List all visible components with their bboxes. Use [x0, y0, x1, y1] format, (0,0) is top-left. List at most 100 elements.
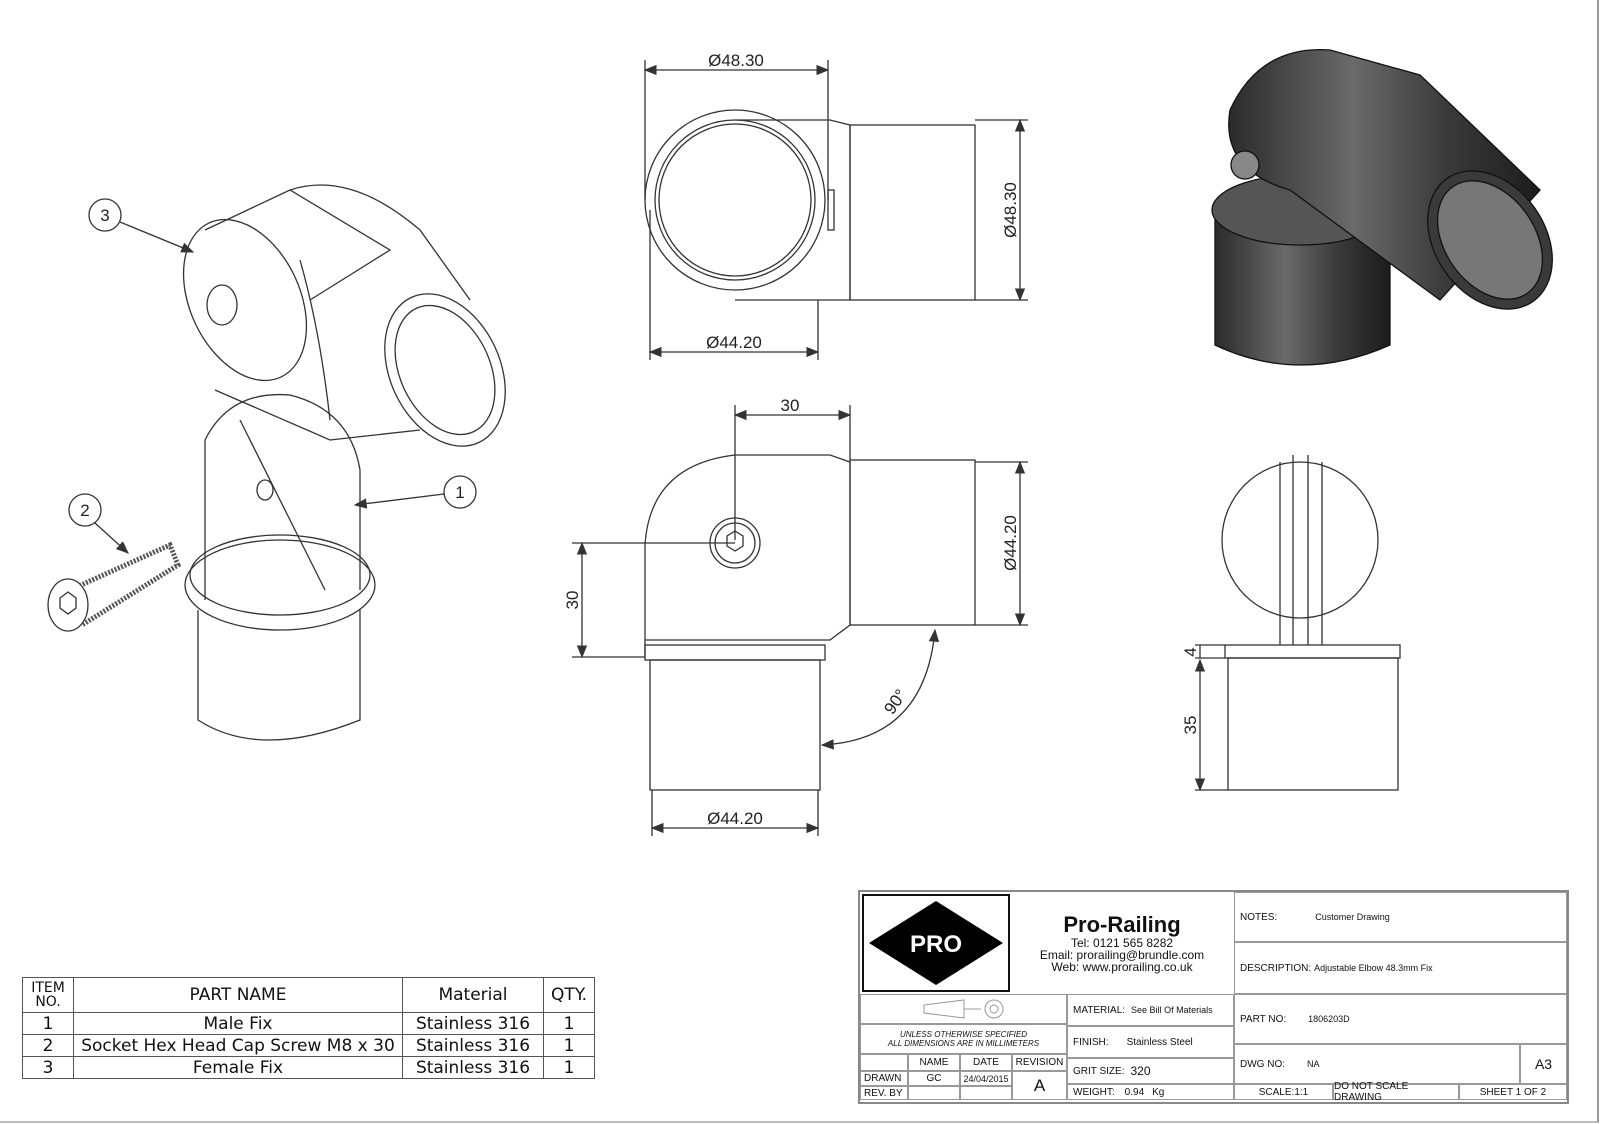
material-value: See Bill Of Materials	[1131, 1005, 1213, 1015]
material-header: Material	[402, 977, 544, 1013]
sheet-size: A3	[1520, 1044, 1567, 1084]
company-info: Pro-Railing Tel: 0121 565 8282 Email: pr…	[1010, 892, 1234, 994]
part-name: Male Fix	[73, 1012, 403, 1035]
svg-text:3: 3	[100, 206, 109, 225]
qty-header: QTY.	[543, 977, 595, 1013]
isometric-render	[1211, 49, 1553, 366]
projection-symbol	[860, 994, 1067, 1024]
part-name-header: PART NAME	[73, 977, 403, 1013]
blank-cell	[860, 1054, 908, 1071]
svg-text:PRO: PRO	[910, 931, 962, 958]
item-no: 3	[22, 1056, 74, 1079]
part-no-label: PART NO:	[1240, 1013, 1287, 1025]
units-note-line1: UNLESS OTHERWISE SPECIFIED	[900, 1030, 1027, 1039]
notes-cell: NOTES: Customer Drawing	[1234, 892, 1567, 942]
material-label: MATERIAL:	[1073, 1004, 1126, 1016]
item-header-line1: ITEM	[31, 980, 65, 996]
material: Stainless 316	[402, 1056, 544, 1079]
sheet-number: SHEET 1 OF 2	[1459, 1084, 1567, 1100]
description-cell: DESCRIPTION:Adjustable Elbow 48.3mm Fix	[1234, 942, 1567, 994]
front-view: 30 30 Ø44.20 Ø44.20 90°	[563, 396, 1028, 836]
balloon-2: 2	[68, 493, 129, 554]
pro-diamond-logo: PRO	[869, 901, 1003, 985]
revision-value: A	[1012, 1071, 1067, 1100]
blank-cell	[908, 1086, 960, 1100]
description-value: Adjustable Elbow 48.3mm Fix	[1314, 963, 1433, 973]
material: Stainless 316	[402, 1034, 544, 1057]
male-fix	[184, 393, 376, 741]
revision-header: REVISION	[1012, 1054, 1067, 1071]
svg-text:1: 1	[455, 483, 464, 502]
svg-text:Ø48.30: Ø48.30	[708, 51, 764, 70]
description-label: DESCRIPTION:	[1240, 962, 1312, 974]
item-no: 2	[22, 1034, 74, 1057]
svg-text:4: 4	[1181, 647, 1200, 656]
top-view: Ø48.30 Ø48.30 Ø44.20	[643, 51, 1028, 360]
weight-cell: WEIGHT: 0.94 Kg	[1067, 1084, 1234, 1100]
svg-text:2: 2	[80, 501, 89, 520]
female-fix	[182, 184, 506, 447]
qty: 1	[543, 1034, 595, 1057]
balloon-3: 3	[88, 198, 195, 253]
dwg-no-value: NA	[1307, 1059, 1320, 1069]
title-block: PRO Pro-Railing Tel: 0121 565 8282 Email…	[858, 890, 1569, 1104]
exploded-view: 3 1 2	[47, 184, 506, 741]
svg-text:30: 30	[563, 591, 582, 610]
svg-text:30: 30	[781, 396, 800, 415]
drawn-name: GC	[908, 1071, 960, 1086]
part-name: Socket Hex Head Cap Screw M8 x 30	[73, 1034, 403, 1057]
qty: 1	[543, 1056, 595, 1079]
part-no-cell: PART NO: 1806203D	[1234, 994, 1567, 1044]
company-web: Web: www.prorailing.co.uk	[1051, 960, 1193, 974]
grit-cell: GRIT SIZE: 320	[1067, 1058, 1234, 1084]
dwg-no-label: DWG NO:	[1240, 1058, 1285, 1070]
date-header: DATE	[960, 1054, 1012, 1071]
rev-by-label: REV. BY	[860, 1086, 908, 1100]
drawn-date: 24/04/2015	[960, 1071, 1012, 1086]
svg-text:Ø44.20: Ø44.20	[707, 809, 763, 828]
balloon-1: 1	[353, 475, 477, 509]
weight-unit: Kg	[1152, 1086, 1165, 1098]
part-name: Female Fix	[73, 1056, 403, 1079]
part-no-value: 1806203D	[1308, 1014, 1350, 1024]
finish-cell: FINISH: Stainless Steel	[1067, 1026, 1234, 1058]
weight-label: WEIGHT:	[1073, 1086, 1115, 1098]
name-header: NAME	[908, 1054, 960, 1071]
blank-cell	[960, 1086, 1012, 1100]
finish-label: FINISH:	[1073, 1036, 1109, 1048]
svg-text:90°: 90°	[880, 686, 910, 718]
grit-value: 320	[1130, 1064, 1151, 1078]
units-note: UNLESS OTHERWISE SPECIFIED ALL DIMENSION…	[860, 1024, 1067, 1054]
dwg-no-cell: DWG NO: NA	[1234, 1044, 1520, 1084]
svg-text:35: 35	[1181, 716, 1200, 735]
material-cell: MATERIAL: See Bill Of Materials	[1067, 994, 1234, 1026]
do-not-scale-note: DO NOT SCALE DRAWING	[1333, 1081, 1459, 1103]
notes-label: NOTES:	[1240, 911, 1278, 923]
third-angle-projection-icon	[923, 999, 1003, 1019]
svg-text:Ø44.20: Ø44.20	[1001, 515, 1020, 571]
weight-value: 0.94	[1124, 1086, 1145, 1098]
item-no: 1	[22, 1012, 74, 1035]
finish-value: Stainless Steel	[1126, 1036, 1193, 1048]
grit-label: GRIT SIZE:	[1073, 1065, 1125, 1077]
units-note-line2: ALL DIMENSIONS ARE IN MILLIMETERS	[887, 1039, 1040, 1048]
material: Stainless 316	[402, 1012, 544, 1035]
item-header-line2: NO.	[35, 994, 61, 1010]
cap-screw	[47, 541, 182, 632]
svg-text:Ø48.30: Ø48.30	[1001, 182, 1020, 238]
company-name: Pro-Railing	[1063, 912, 1181, 937]
drawn-label: DRAWN	[860, 1071, 908, 1086]
company-email: Email: prorailing@brundle.com	[1039, 948, 1205, 962]
company-tel: Tel: 0121 565 8282	[1070, 936, 1174, 950]
qty: 1	[543, 1012, 595, 1035]
company-logo: PRO	[862, 894, 1010, 992]
notes-value: Customer Drawing	[1315, 912, 1390, 922]
